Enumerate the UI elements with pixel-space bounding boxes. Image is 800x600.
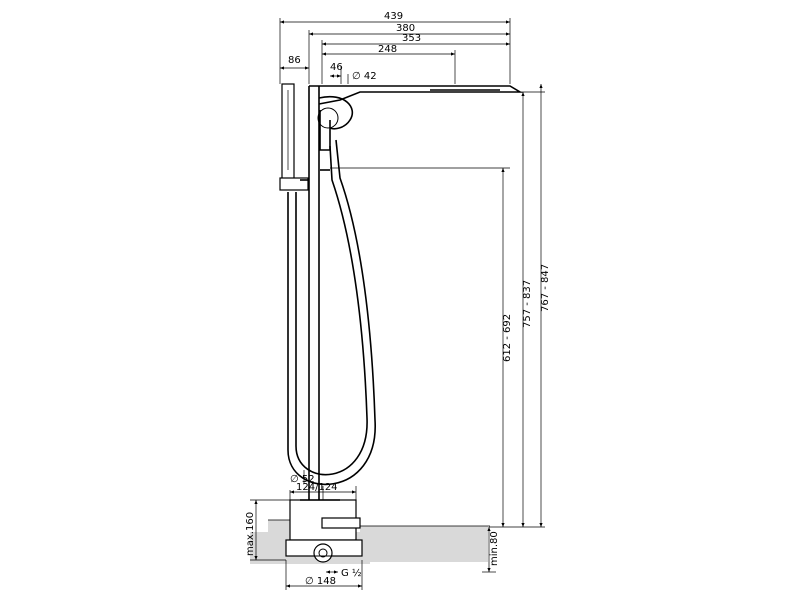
dimension-lines (250, 18, 545, 590)
dim-min-80: min.80 (489, 531, 500, 566)
dim-max-160: max.160 (245, 512, 256, 556)
dim-thread-g-half: G ½ (341, 567, 362, 579)
dim-248: 248 (378, 44, 397, 55)
dim-380: 380 (396, 23, 415, 34)
shower-hose (287, 139, 376, 486)
dim-diameter-42: ∅ 42 (352, 71, 377, 82)
dim-diameter-148: ∅ 148 (305, 576, 336, 587)
spout (309, 85, 523, 105)
dim-86: 86 (288, 55, 301, 66)
hand-shower (279, 83, 309, 191)
dim-612-692: 612 - 692 (502, 314, 513, 362)
dim-diameter-52: ∅ 52 (290, 474, 315, 485)
dim-124-124: 124/124 (296, 482, 338, 493)
mixer-column (300, 86, 340, 501)
dim-353: 353 (402, 33, 421, 44)
installation-box (285, 499, 363, 563)
dim-46: 46 (330, 62, 343, 73)
mixer-lever (317, 95, 353, 171)
dim-439: 439 (384, 11, 403, 22)
dim-767-847: 767 - 847 (540, 264, 551, 312)
dim-757-837: 757 - 837 (522, 280, 533, 328)
